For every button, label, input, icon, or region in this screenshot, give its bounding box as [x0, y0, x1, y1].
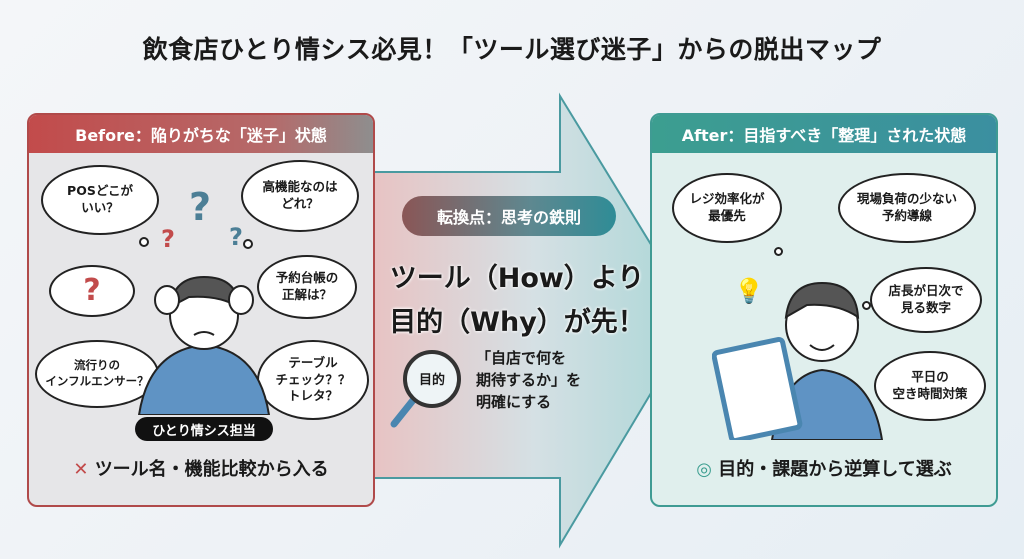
after-conclusion: ◎ 目的・課題から逆算して選ぶ	[652, 455, 996, 481]
lens-label: 目的	[418, 373, 445, 388]
thought-bubble: 店長が日次で 見る数字	[870, 267, 982, 333]
thought-bubble: POSどこが いい？	[41, 165, 159, 235]
cross-icon: ✕	[73, 459, 89, 480]
after-header: After：目指すべき「整理」された状態	[652, 115, 996, 153]
before-conclusion: ✕ ツール名・機能比較から入る	[29, 455, 373, 481]
thought-bubble: 流行りの インフルエンサー？	[35, 340, 159, 408]
headline-line-1: ツール（How）より	[389, 263, 645, 294]
after-conclusion-text: 目的・課題から逆算して選ぶ	[718, 459, 952, 480]
after-panel: After：目指すべき「整理」された状態 レジ効率化が 最優先 現場負荷の少ない…	[650, 113, 998, 507]
before-conclusion-text: ツール名・機能比較から入る	[94, 459, 329, 480]
question-mark-icon: ?	[229, 223, 243, 251]
lightbulb-icon: 💡	[734, 277, 764, 305]
double-circle-icon: ◎	[696, 459, 712, 480]
role-label: ひとり情シス担当	[135, 417, 273, 441]
thought-bubble: レジ効率化が 最優先	[672, 173, 782, 243]
clipboard-checklist-icon	[712, 336, 803, 440]
question-mark-icon: ?	[161, 225, 175, 253]
thought-bubble: 現場負荷の少ない 予約導線	[838, 173, 976, 243]
before-header: Before：陥りがちな「迷子」状態	[29, 115, 373, 153]
before-panel: Before：陥りがちな「迷子」状態 POSどこが いい？ 高機能なのは どれ？…	[27, 113, 375, 507]
question-mark-icon: ?	[189, 185, 212, 229]
center-subtext: 「自店で何を 期待するか」を 明確にする	[476, 349, 582, 411]
confident-person-illustration	[712, 281, 884, 440]
turning-point-pill: 転換点：思考の鉄則	[402, 196, 616, 236]
thought-bubble: テーブル チェック？？ トレタ？	[257, 340, 369, 420]
page-title: 飲食店ひとり情シス必見！「ツール選び迷子」からの脱出マップ	[142, 35, 882, 64]
thought-bubble: 平日の 空き時間対策	[874, 351, 986, 421]
thought-bubble: 高機能なのは どれ？	[241, 160, 359, 232]
thought-bubble: 予約台帳の 正解は？	[257, 255, 357, 319]
question-bubble: ?	[49, 265, 135, 317]
confused-person-illustration	[137, 275, 271, 415]
magnifier-icon	[390, 350, 461, 428]
headline-line-2: 目的（Why）が先！	[389, 307, 645, 338]
